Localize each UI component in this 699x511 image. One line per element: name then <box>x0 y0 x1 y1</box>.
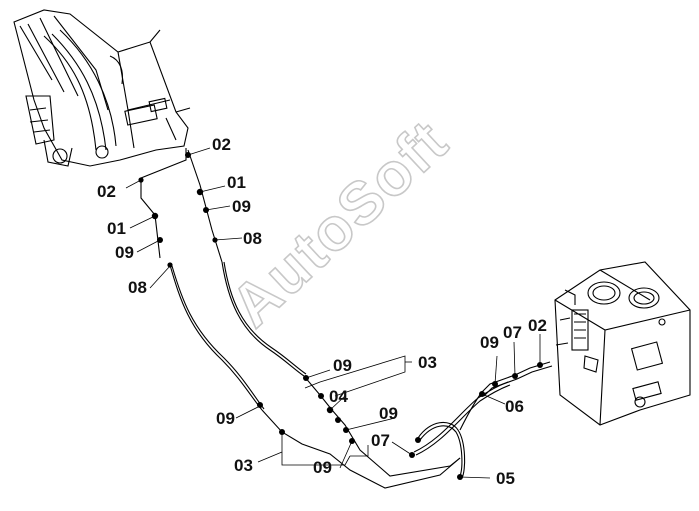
label-09-mid-right: 09 <box>379 404 398 423</box>
label-08-right: 08 <box>243 229 262 248</box>
label-02-left: 02 <box>97 182 116 201</box>
label-01-left: 01 <box>107 219 126 238</box>
label-07-lower: 07 <box>371 431 390 450</box>
label-02-tank: 02 <box>528 316 547 335</box>
label-09-mid-left: 09 <box>216 409 235 428</box>
label-03-lower: 03 <box>234 456 253 475</box>
label-07-tank: 07 <box>503 323 522 342</box>
fittings <box>138 152 543 480</box>
watermark-text: AutoSoft <box>218 107 461 340</box>
label-04: 04 <box>329 387 348 406</box>
leader-lines <box>125 147 541 479</box>
label-09-bottom: 09 <box>313 458 332 477</box>
part-labels: 02 01 09 08 02 01 09 08 09 03 04 09 09 0… <box>97 135 547 488</box>
label-09-mid-upper: 09 <box>333 356 352 375</box>
label-09-right: 09 <box>232 197 251 216</box>
label-02-top: 02 <box>212 135 231 154</box>
label-06: 06 <box>505 397 524 416</box>
label-01-right: 01 <box>227 173 246 192</box>
machine-assembly <box>13 9 191 167</box>
label-09-tank: 09 <box>480 333 499 352</box>
label-09-left: 09 <box>115 243 134 262</box>
hydraulic-tank <box>554 261 691 426</box>
callout-brackets <box>281 355 406 466</box>
label-08-left: 08 <box>128 278 147 297</box>
label-05: 05 <box>496 469 515 488</box>
label-03-upper: 03 <box>418 353 437 372</box>
